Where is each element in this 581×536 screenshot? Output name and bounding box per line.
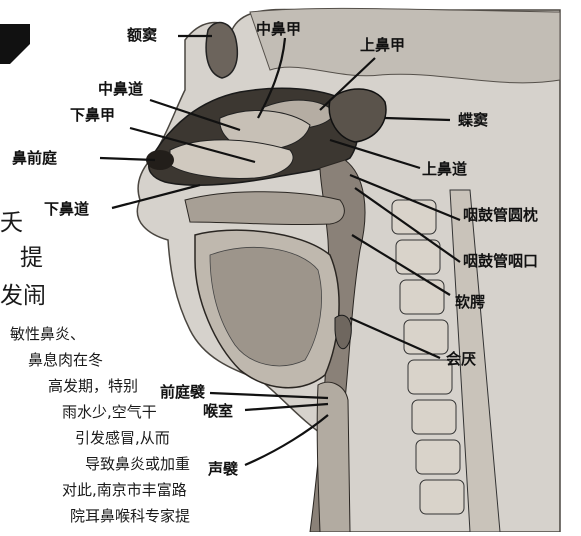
frontal-sinus [206, 23, 237, 78]
label-laryngeal-ventricle: 喉室 [203, 404, 233, 419]
label-frontal-sinus: 额窦 [127, 28, 157, 43]
headline-fragment-1: 夭 [0, 212, 23, 235]
label-soft-palate: 软腭 [455, 295, 485, 310]
label-superior-turbinate: 上鼻甲 [360, 38, 405, 53]
label-sphenoid-sinus: 蝶窦 [458, 113, 488, 128]
corner-black-shape [0, 24, 30, 64]
article-line-6: 导致鼻炎或加重 [85, 457, 190, 472]
inferior-turbinate [170, 140, 293, 179]
label-vocal-fold: 声襞 [208, 462, 238, 477]
headline-fragment-2: 提 [20, 247, 43, 270]
label-middle-meatus: 中鼻道 [98, 82, 143, 97]
article-line-2: 鼻息肉在冬 [28, 353, 103, 368]
label-inferior-meatus: 下鼻道 [44, 202, 89, 217]
label-pharyngeal-opening: 咽鼓管咽口 [463, 254, 538, 269]
headline-fragment-3: 发闹 [0, 285, 46, 308]
article-line-5: 引发感冒,从而 [75, 431, 170, 446]
label-superior-meatus: 上鼻道 [422, 162, 467, 177]
label-nasal-vestibule: 鼻前庭 [12, 151, 57, 166]
epiglottis [335, 315, 351, 348]
article-line-1: 敏性鼻炎、 [10, 327, 85, 342]
label-vestibular-fold: 前庭襞 [160, 385, 205, 400]
hard-palate [185, 192, 344, 225]
label-inferior-turbinate: 下鼻甲 [70, 108, 115, 123]
article-line-4: 雨水少,空气干 [62, 405, 157, 420]
article-line-7: 对此,南京市丰富路 [62, 483, 187, 498]
label-torus-tubarius: 咽鼓管圆枕 [463, 208, 538, 223]
article-line-3: 高发期，特别 [48, 379, 138, 394]
article-line-8: 院耳鼻喉科专家提 [70, 509, 190, 524]
label-epiglottis: 会厌 [446, 352, 476, 367]
label-middle-turbinate-top: 中鼻甲 [256, 22, 301, 37]
